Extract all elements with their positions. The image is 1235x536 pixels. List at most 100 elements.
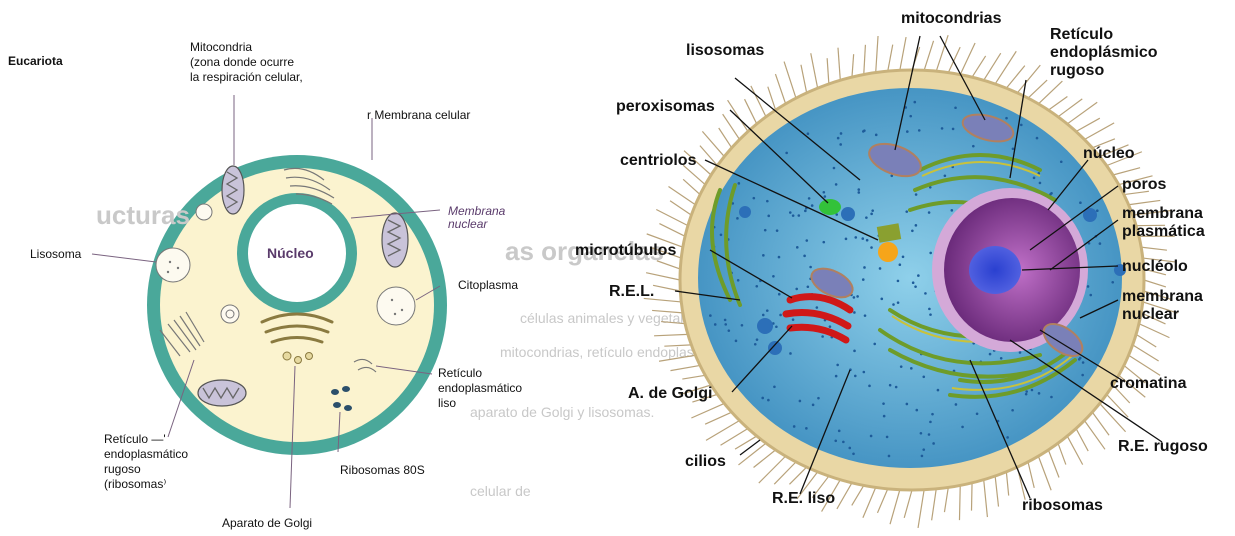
ribosome-dot [1050,396,1053,399]
ribosome-dot [863,266,866,269]
ribosome-dot [915,409,918,412]
vesicle-right [377,287,415,325]
ribosome-dot [863,371,866,374]
ribosome-dot [865,216,868,219]
ribosome-dot [821,335,824,338]
label-peroxisomes: peroxisomas [616,98,715,116]
ribosome-dot [735,340,738,343]
cilium [1028,80,1047,98]
ribosome-dot [776,229,779,232]
ribosome-dot [724,319,727,322]
ribosome-dot [755,285,758,288]
ribosome-dot [720,233,723,236]
ribosome-dot [928,308,931,311]
ribosome-dot [910,367,913,370]
cilium [653,285,680,291]
cilium [1136,334,1156,347]
ribosome-dot [823,191,826,194]
cilium [944,487,948,512]
ribosome-dot [808,197,811,200]
ribosome-dot [989,353,992,356]
ribosome-dot [875,134,878,137]
mitochondrion-right [382,213,408,267]
label-microtubules: microtúbulos [575,242,676,260]
ribosome-dot [853,311,856,314]
cilium [852,485,864,505]
lysosome [156,248,190,282]
cilium [904,490,912,518]
ribosome-dot [911,229,914,232]
ribosome-dot [853,296,856,299]
ribosome-dot [944,174,947,177]
cilium [924,41,933,70]
cilium [1058,443,1066,464]
label-ribosomes: ribosomas [1022,497,1103,515]
ribosome-dot [762,254,765,257]
cilium [877,489,887,513]
ribosome-dot [922,376,925,379]
ribosome-dot [961,426,964,429]
cilium [654,334,688,335]
ribosome-dot [789,352,792,355]
ribosome-dot [920,432,923,435]
ribosome-dot [838,430,841,433]
ribosome-dot [864,314,867,317]
ribosome-dot [931,413,934,416]
ribosome-dot [805,239,808,242]
label-golgi: Aparato de Golgi [222,516,312,531]
ribosome-dot [772,275,775,278]
ribosome-dot [917,274,920,277]
cilium [838,48,840,81]
label-mitochondria: Mitocondria (zona donde ocurre la respir… [190,40,303,85]
ribosome-dot [895,386,898,389]
ribosome-dot [954,106,957,109]
label-chromatin: cromatina [1110,375,1186,393]
ribosome-dot [805,427,808,430]
nucleolus [969,246,1021,294]
ribosome-dot [1005,117,1008,120]
ribosome-dot [822,241,825,244]
ribosome-dot [807,285,810,288]
ribosome-dot [766,200,769,203]
ribosome-dot [937,389,940,392]
ribosome-dot [862,130,865,133]
cilium [1133,345,1159,361]
ribosome-dot [1006,436,1009,439]
ribosome-dot [834,439,837,442]
ribosome-dot [811,204,814,207]
ribosome-dot [833,167,836,170]
cilium [960,43,975,75]
ribosome-dot [918,129,921,132]
cilium [1076,428,1088,451]
cilium [754,450,776,468]
ribosome-dot [792,318,795,321]
cilium [827,58,829,84]
ribosome-dot [857,191,860,194]
cilium [1113,168,1140,175]
ribosome-dot [836,364,839,367]
cilium [683,179,700,194]
ribosome-dot [773,385,776,388]
ribosome-dot [854,236,857,239]
cilium [984,480,988,517]
ribosome-dot [972,145,975,148]
ribosome-dot [835,183,838,186]
cilium [664,345,691,346]
ribosome-dot [709,314,712,317]
cilium [864,45,866,75]
ribosome-dot [728,329,731,332]
cilium [972,56,986,77]
ribosome-dot [1036,137,1039,140]
ribosome-dot [736,217,739,220]
ribosome-dot [922,448,925,451]
cilium [670,365,700,370]
cilium [984,53,1001,80]
ribosome-dot [905,210,908,213]
label-rough-er: Retículo —' endoplasmático rugoso (ribos… [104,432,188,492]
ribosome-dot [789,211,792,214]
ribosome-dot [882,402,885,405]
cilium [1092,412,1109,435]
cilium [1141,247,1167,250]
label-centrioles: centriolos [620,152,696,170]
ribosome-dot [778,256,781,259]
